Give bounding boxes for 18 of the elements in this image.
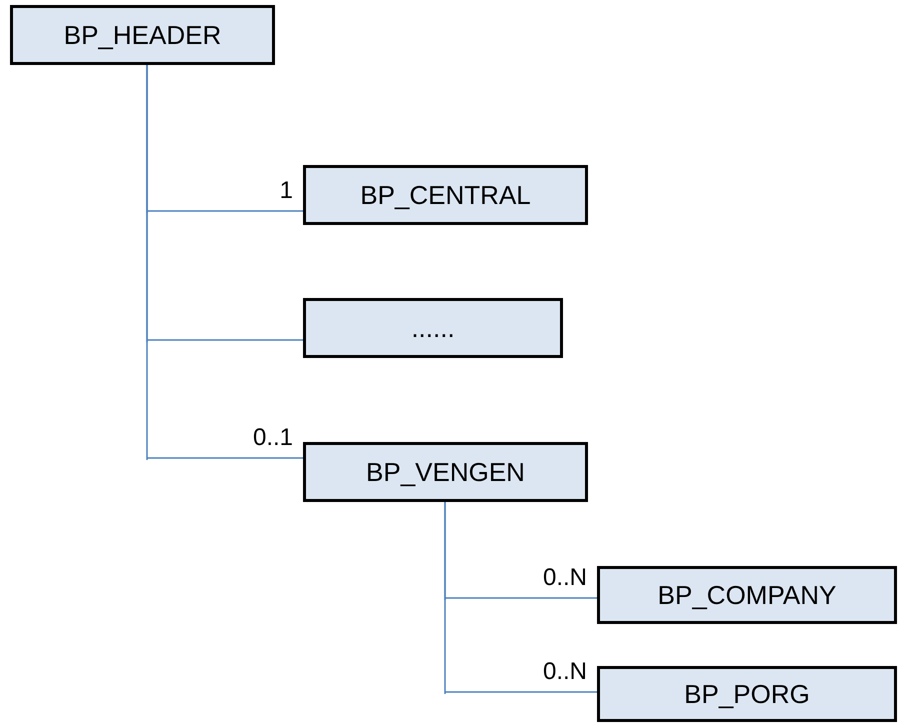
- entity-box: [303, 165, 588, 225]
- entity-box: [597, 666, 897, 722]
- connector-line: [146, 64, 304, 461]
- entity-box: [10, 5, 275, 65]
- entity-name: BP_COMPANY: [658, 582, 836, 608]
- entity-box: [303, 442, 588, 502]
- multiplicity-label: 0..N: [542, 660, 588, 684]
- entity-box: [303, 298, 563, 358]
- entity-name: BP_CENTRAL: [360, 182, 531, 208]
- entity-name: BP_HEADER: [64, 22, 222, 48]
- entity-name: BP_PORG: [684, 681, 810, 707]
- multiplicity-label: 1: [278, 179, 294, 203]
- multiplicity-label: 0..1: [252, 426, 294, 450]
- connector-line: [444, 501, 598, 695]
- entity-name: BP_VENGEN: [366, 459, 525, 485]
- entity-box: [597, 566, 897, 624]
- multiplicity-label: 0..N: [542, 566, 588, 590]
- entity-name: ......: [411, 315, 455, 341]
